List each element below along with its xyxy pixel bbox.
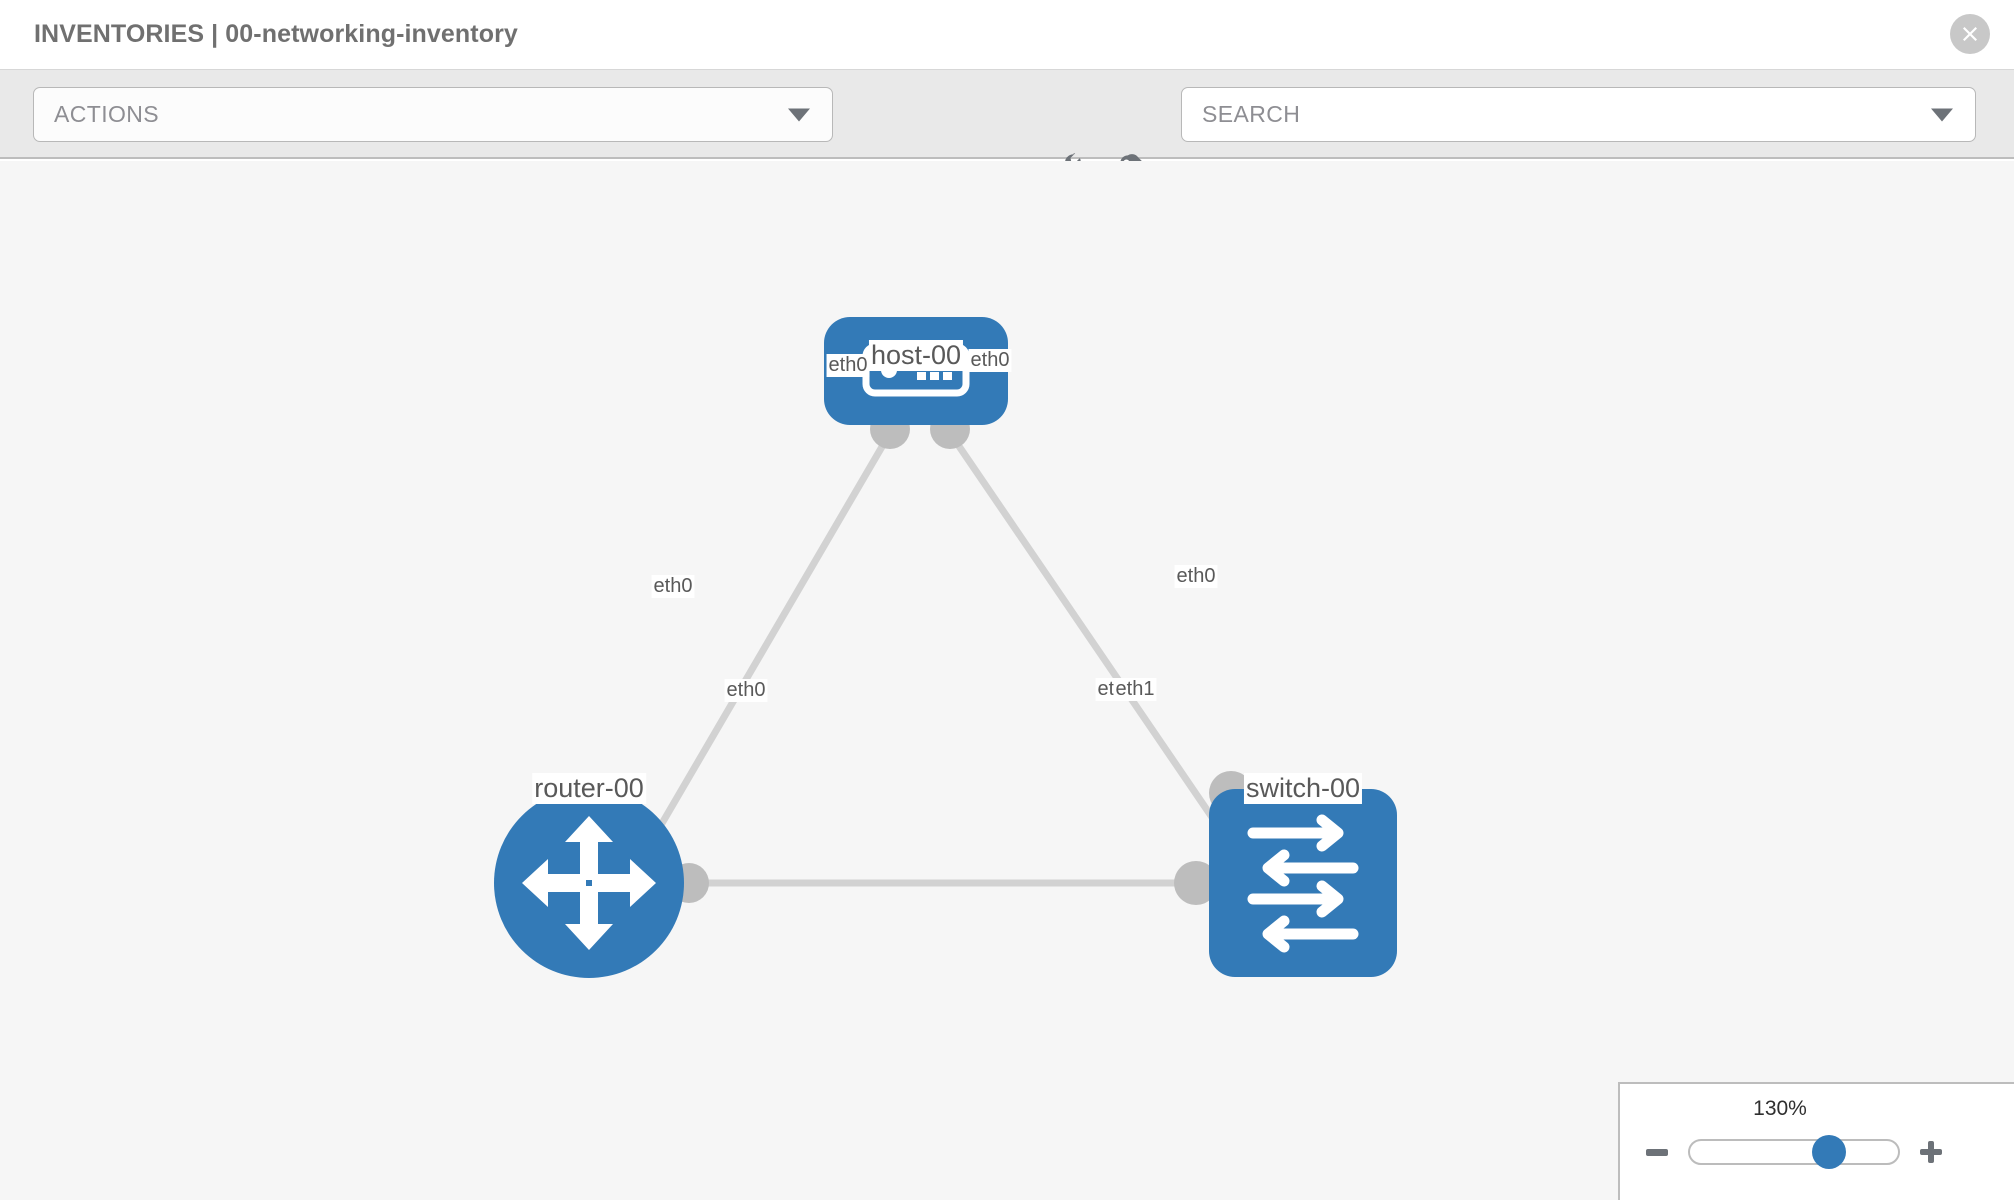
zoom-control-panel: 130% [1618, 1082, 2014, 1200]
router-arrows-icon [522, 816, 656, 950]
plus-icon [1920, 1141, 1942, 1163]
minus-icon [1646, 1148, 1668, 1156]
link-host-switch [947, 431, 1238, 853]
iface-label-router-up: eth0 [651, 575, 695, 598]
topology-links [636, 431, 1238, 887]
topology-canvas[interactable]: host-00 router-00 switch-00 eth0 eth0 et… [0, 161, 2014, 1200]
page-header: INVENTORIES | 00-networking-inventory [0, 0, 2014, 70]
zoom-out-button[interactable] [1640, 1135, 1674, 1169]
search-input-placeholder: SEARCH [1202, 101, 1301, 127]
iface-label-switch-up: eth0 [1174, 565, 1218, 588]
zoom-slider-row [1620, 1132, 2014, 1172]
zoom-slider-track[interactable] [1688, 1135, 1900, 1169]
node-label-router: router-00 [532, 773, 646, 804]
node-switch-00[interactable] [1209, 789, 1397, 977]
iface-label-switch-left-b: eth1 [1113, 678, 1157, 701]
zoom-in-button[interactable] [1914, 1135, 1948, 1169]
close-icon[interactable] [1950, 14, 1990, 54]
iface-label-host-right: eth0 [968, 349, 1012, 372]
connector-switch-left [1174, 861, 1218, 905]
chevron-down-icon [788, 108, 810, 121]
switch-arrows-icon [1247, 814, 1359, 953]
chevron-down-icon [1931, 108, 1953, 121]
zoom-level-value: 130% [1753, 1097, 1807, 1120]
page-title: INVENTORIES | 00-networking-inventory [34, 20, 518, 48]
iface-label-host-left: eth0 [826, 354, 870, 377]
iface-label-router-right: eth0 [724, 679, 768, 702]
node-router-00[interactable] [494, 788, 684, 978]
node-label-host: host-00 [868, 340, 964, 371]
actions-dropdown-label: ACTIONS [54, 101, 160, 127]
actions-dropdown[interactable]: ACTIONS [33, 87, 833, 142]
search-input[interactable]: SEARCH [1181, 87, 1976, 142]
node-label-switch: switch-00 [1243, 773, 1363, 804]
zoom-slider-thumb[interactable] [1812, 1135, 1847, 1169]
link-host-router [636, 431, 894, 863]
topology-graph [494, 317, 1397, 978]
toolbar: ACTIONS SEARCH [0, 70, 2014, 183]
